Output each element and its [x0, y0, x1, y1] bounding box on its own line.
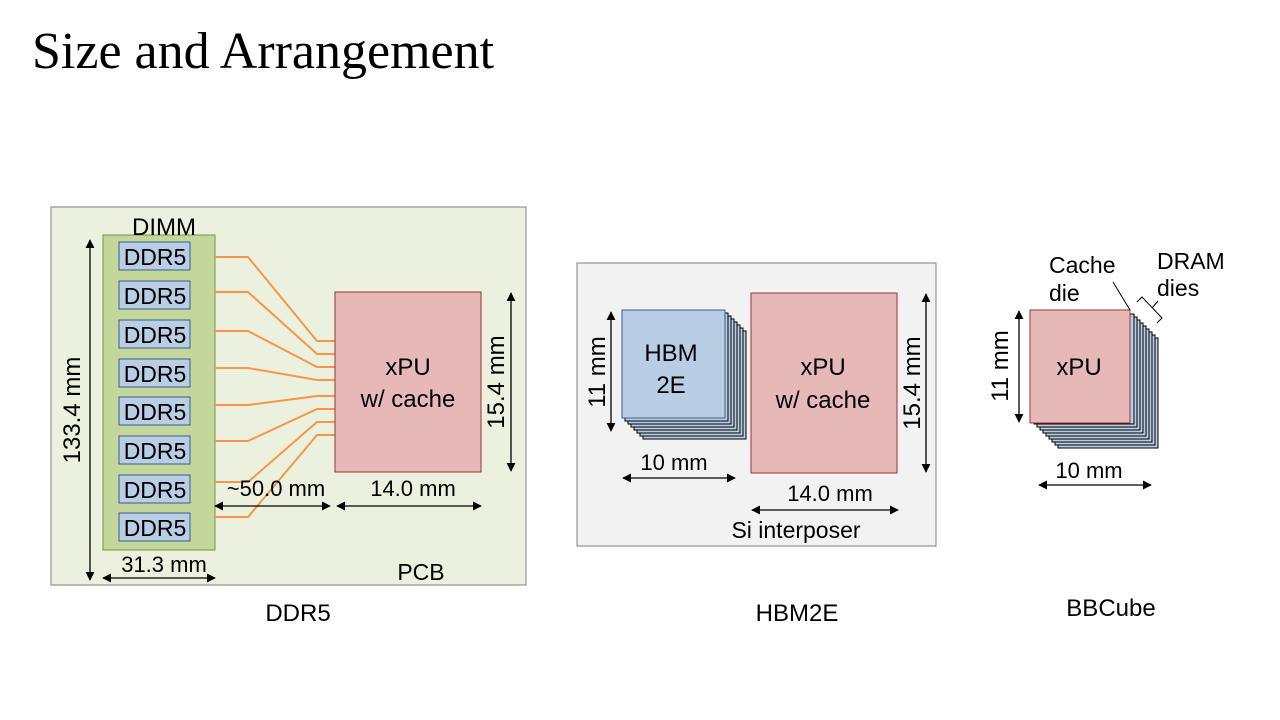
hbm-width-label: 10 mm: [640, 450, 707, 475]
ddr5-caption: DDR5: [265, 600, 330, 627]
cache-die-sublabel: die: [1049, 280, 1080, 306]
svg-text:DDR5: DDR5: [124, 244, 187, 270]
svg-text:DDR5: DDR5: [124, 283, 187, 309]
hbm-stack: [621, 309, 747, 440]
ddr5-chip: DDR5: [118, 435, 191, 465]
hbm-xpu-width-label: 14.0 mm: [787, 481, 873, 506]
hbm-sublabel: 2E: [656, 372, 685, 399]
bbcube-xpu-die: [1029, 309, 1131, 424]
ddr5-chip: DDR5: [118, 512, 191, 542]
ddr5-chip: DDR5: [118, 474, 191, 504]
dram-dies-bracket: [1136, 296, 1163, 324]
pcb-label: PCB: [397, 559, 444, 585]
cache-die-pointer: [1112, 281, 1131, 311]
cache-die-label: Cache: [1049, 252, 1115, 278]
ddr5-chip-list: DDR5 DDR5 DDR5 DDR5 DDR5 DDR5: [118, 241, 191, 542]
dram-dies-label: DRAM: [1157, 248, 1225, 274]
ddr5-chip: DDR5: [118, 358, 191, 388]
memory-traces: [215, 256, 335, 518]
interposer-label: Si interposer: [731, 517, 860, 543]
hbm2e-panel: HBM 2E xPU w/ cache 11 mm 10 mm 14.0 mm …: [576, 262, 937, 547]
ddr5-xpu-label: xPU: [385, 354, 430, 381]
bbcube-width-label: 10 mm: [1055, 458, 1122, 483]
ddr5-chip: DDR5: [118, 319, 191, 349]
ddr5-xpu-die: [334, 291, 482, 473]
hbm-xpu-height-label: 15.4 mm: [899, 336, 926, 429]
ddr5-chip: DDR5: [118, 280, 191, 310]
dimm-height-label: 133.4 mm: [59, 357, 86, 464]
dimm-label: DIMM: [132, 214, 196, 241]
bbcube-xpu-label: xPU: [1056, 354, 1101, 381]
svg-text:DDR5: DDR5: [124, 438, 187, 464]
ddr5-xpu-sublabel: w/ cache: [360, 386, 456, 413]
ddr5-xpu-height-label: 15.4 mm: [483, 335, 510, 428]
ddr5-chip: DDR5: [118, 241, 191, 271]
hbm-height-label: 11 mm: [584, 336, 611, 408]
bbcube-panel: xPU Cache die DRAM dies 11 mm 10 mm: [987, 248, 1225, 490]
ddr5-chip: DDR5: [118, 396, 191, 426]
hbm-xpu-label: xPU: [800, 354, 845, 381]
ddr5-xpu-width-label: 14.0 mm: [370, 476, 456, 501]
svg-text:DDR5: DDR5: [124, 361, 187, 387]
hbm-top-die: [621, 309, 726, 419]
svg-text:DDR5: DDR5: [124, 515, 187, 541]
svg-text:DDR5: DDR5: [124, 322, 187, 348]
bbcube-height-label: 11 mm: [987, 330, 1014, 402]
hbm-xpu-sublabel: w/ cache: [775, 387, 871, 414]
hbm-label: HBM: [644, 340, 697, 367]
svg-text:DDR5: DDR5: [124, 399, 187, 425]
bbcube-caption: BBCube: [1066, 595, 1155, 622]
ddr5-panel: DIMM DDR5 DDR5 DDR5 DDR5 DDR5: [50, 206, 527, 586]
slide-title: Size and Arrangement: [32, 23, 495, 80]
dimm-width-label: 31.3 mm: [121, 552, 207, 577]
hbm2e-caption: HBM2E: [756, 600, 839, 627]
svg-text:DDR5: DDR5: [124, 477, 187, 503]
hbm-xpu-die: [750, 292, 898, 474]
trace-length-label: ~50.0 mm: [227, 476, 325, 501]
dram-dies-sublabel: dies: [1157, 275, 1199, 301]
